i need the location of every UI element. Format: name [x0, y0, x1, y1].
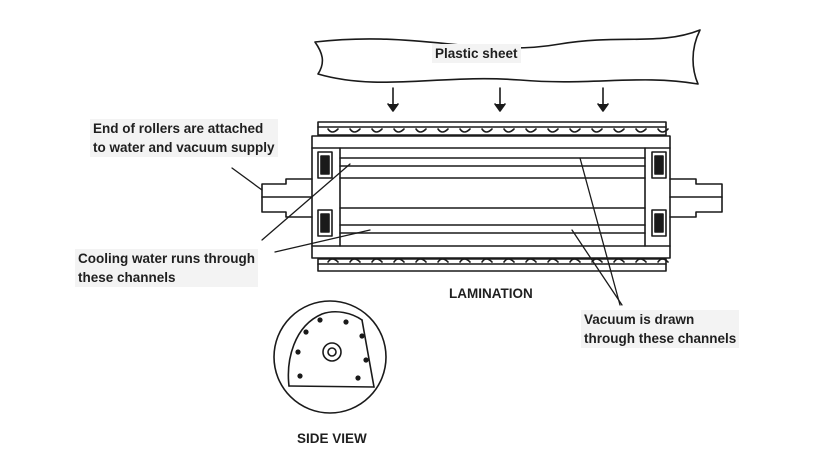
roller-tooth — [613, 128, 625, 133]
roller-tooth — [371, 258, 383, 263]
roller-tooth — [327, 128, 339, 133]
vacuum-label: Vacuum is drawn through these channels — [581, 310, 740, 348]
roller-tooth — [349, 258, 361, 263]
roller-tooth — [569, 128, 581, 133]
down-arrow-icon — [494, 87, 506, 112]
right-shaft — [669, 178, 723, 218]
roller-tooth — [547, 128, 559, 133]
left-end-cap — [317, 151, 333, 237]
lamination-label: LAMINATION — [446, 284, 536, 303]
roller-tooth — [657, 258, 669, 263]
roller-tooth — [415, 258, 427, 263]
roller-tooth — [459, 128, 471, 133]
wheel-mark — [317, 317, 323, 323]
side-view-label: SIDE VIEW — [294, 429, 370, 448]
wheel-mark — [355, 375, 361, 381]
roller-tooth — [481, 258, 493, 263]
roller-tooth — [635, 128, 647, 133]
roller-tooth — [503, 128, 515, 133]
roller-tooth — [371, 128, 383, 133]
left-shaft — [261, 178, 313, 218]
roller-tooth — [437, 258, 449, 263]
roller-tooth — [393, 128, 405, 133]
down-arrow-icon — [387, 87, 399, 112]
roller-tooth — [481, 128, 493, 133]
wheel-mark — [343, 319, 349, 325]
roller-tooth — [547, 258, 559, 263]
plastic-sheet-label: Plastic sheet — [432, 44, 521, 63]
end-of-rollers-label: End of rollers are attached to water and… — [90, 119, 278, 157]
roller-tooth — [635, 258, 647, 263]
wheel-mark — [295, 349, 301, 355]
bottom-roller-strip — [317, 258, 669, 272]
roller-tooth — [613, 258, 625, 263]
roller-tooth — [503, 258, 515, 263]
right-end-cap — [651, 151, 667, 237]
wheel-mark — [359, 333, 365, 339]
roller-tooth — [349, 128, 361, 133]
roller-tooth — [327, 258, 339, 263]
top-roller-strip — [317, 121, 669, 136]
leader-lines — [231, 157, 623, 306]
roller-tooth — [525, 258, 537, 263]
roller-tooth — [415, 128, 427, 133]
roller-tooth — [657, 128, 669, 133]
down-arrow-icon — [597, 87, 609, 112]
roller-tooth — [569, 258, 581, 263]
side-view-wheel — [273, 300, 387, 414]
cooling-water-label: Cooling water runs through these channel… — [75, 249, 258, 287]
roller-tooth — [393, 258, 405, 263]
wheel-mark — [303, 329, 309, 335]
roller-tooth — [525, 128, 537, 133]
wheel-mark — [363, 357, 369, 363]
roller-tooth — [437, 128, 449, 133]
roller-tooth — [591, 128, 603, 133]
roller-tooth — [459, 258, 471, 263]
wheel-mark — [297, 373, 303, 379]
roller-body — [311, 135, 671, 259]
